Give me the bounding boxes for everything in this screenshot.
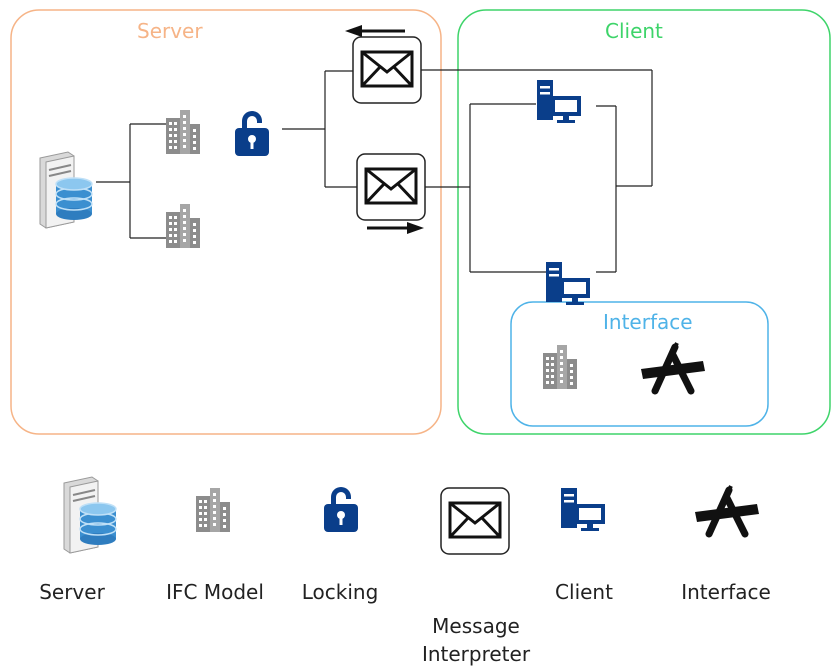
- arrow-left-icon: [345, 25, 405, 37]
- padlock-icon: [235, 111, 269, 156]
- envelope-icon: [351, 35, 423, 105]
- legend-computer-icon: [561, 488, 605, 531]
- building-icon: [166, 204, 200, 248]
- legend-building-icon: [196, 488, 230, 532]
- database-server-icon: [39, 151, 93, 229]
- legend-label-message-interpreter: Message Interpreter: [421, 614, 531, 666]
- building-icon: [543, 345, 577, 389]
- building-icon: [166, 110, 200, 154]
- server-group-title: Server: [137, 19, 203, 43]
- computer-icon: [537, 80, 581, 123]
- legend-padlock-icon: [324, 487, 358, 532]
- legend-database-server-icon: [63, 476, 117, 554]
- client-group-box: [457, 9, 831, 435]
- server-group-box: [10, 9, 442, 435]
- interface-group-title: Interface: [603, 310, 693, 334]
- interface-group-box: [510, 301, 769, 427]
- legend-label-client: Client: [555, 580, 613, 604]
- arrow-right-icon: [367, 222, 424, 234]
- legend-app-store-icon: [695, 486, 759, 534]
- computer-icon: [546, 262, 590, 305]
- envelope-icon: [355, 152, 427, 222]
- legend-label-server: Server: [39, 580, 105, 604]
- legend-label-interface: Interface: [681, 580, 771, 604]
- legend-label-locking: Locking: [301, 580, 379, 604]
- client-group-title: Client: [605, 19, 663, 43]
- app-store-icon: [641, 343, 705, 391]
- legend-label-ifc-model: IFC Model: [166, 580, 264, 604]
- connection-lines: [96, 69, 653, 273]
- legend-envelope-icon: [439, 486, 511, 556]
